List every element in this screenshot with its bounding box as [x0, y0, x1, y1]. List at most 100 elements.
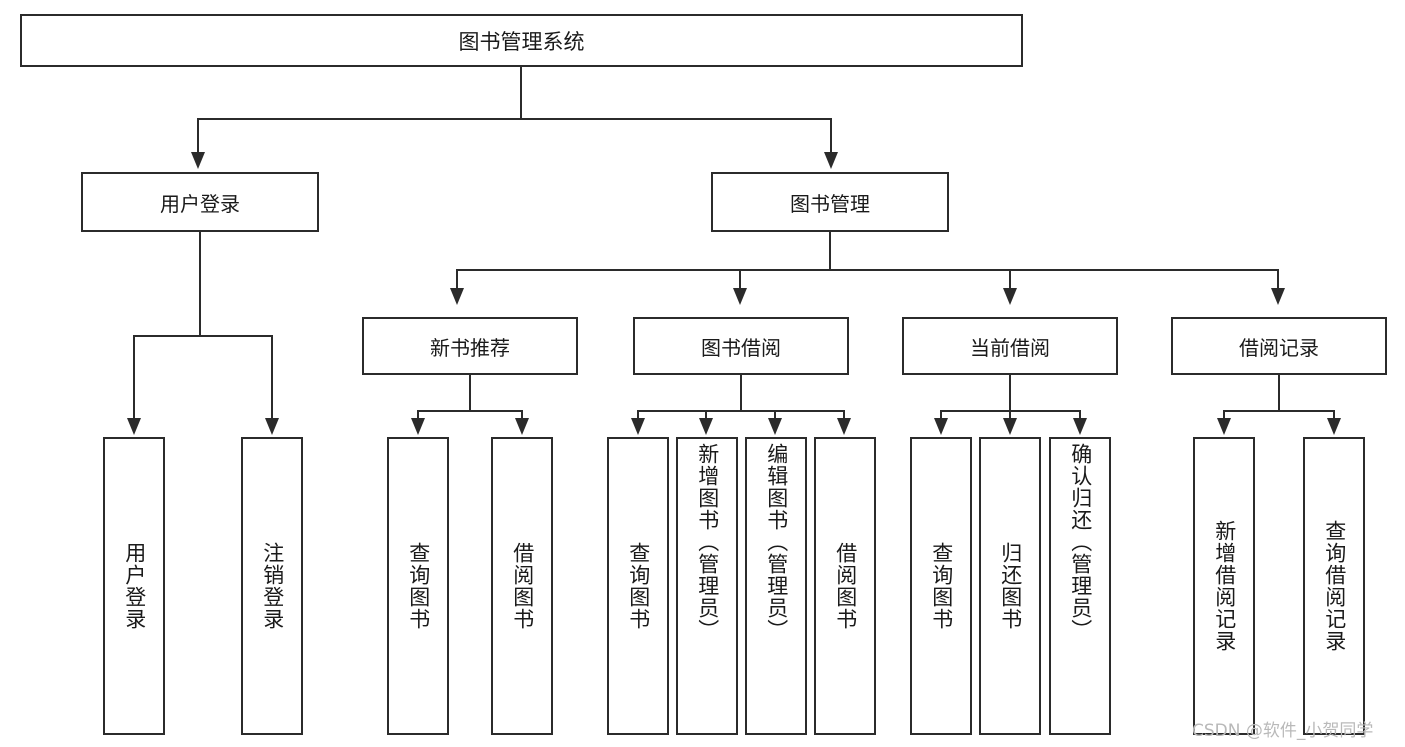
edge-new-book-stem: [469, 375, 471, 410]
arrow-to-book-borrow: [733, 288, 747, 305]
node-label: 图书管理系统: [458, 29, 585, 54]
node-book-borrow[interactable]: 图书借阅: [633, 317, 849, 375]
edge-tier3-drop-4: [1277, 269, 1279, 290]
node-label: 查询图书: [929, 542, 954, 630]
edge-tier2-drop-2: [830, 118, 832, 154]
leaf-text-wrap: 注销登录: [243, 439, 301, 733]
edge-new-book-drop-2: [521, 410, 523, 420]
leaf-add-book-admin[interactable]: 新增图书（管理员）: [676, 437, 738, 735]
node-label: 当前借阅: [970, 335, 1050, 360]
arrow-to-leaf-query-record: [1327, 418, 1341, 435]
leaf-user-login[interactable]: 用户登录: [103, 437, 165, 735]
leaf-text-wrap: 查询借阅记录: [1305, 439, 1363, 733]
edge-book-manage-stem: [829, 232, 831, 269]
edge-new-book-drop-1: [417, 410, 419, 420]
leaf-text-wrap: 新增借阅记录: [1195, 439, 1253, 733]
edge-book-borrow-drop-4: [843, 410, 845, 420]
node-book-manage[interactable]: 图书管理: [711, 172, 949, 232]
arrow-to-leaf-confirm-return: [1073, 418, 1087, 435]
leaf-text-wrap: 新增图书（管理员）: [678, 439, 736, 737]
leaf-edit-book-admin[interactable]: 编辑图书（管理员）: [745, 437, 807, 735]
node-label: 查询图书: [406, 542, 431, 630]
edge-user-login-stem: [199, 232, 201, 335]
arrow-to-leaf-add-record: [1217, 418, 1231, 435]
edge-tier3-bus: [457, 269, 1279, 271]
arrow-to-leaf-query-book-3: [934, 418, 948, 435]
arrow-to-leaf-return-book: [1003, 418, 1017, 435]
edge-tier3-drop-3: [1009, 269, 1011, 290]
arrow-to-new-book: [450, 288, 464, 305]
leaf-query-book-borrow[interactable]: 查询图书: [607, 437, 669, 735]
leaf-text-wrap: 借阅图书: [816, 439, 874, 733]
node-label: 用户登录: [160, 191, 240, 216]
node-label: 注销登录: [260, 542, 285, 630]
arrow-to-leaf-user-login: [127, 418, 141, 435]
edge-current-borrow-stem: [1009, 375, 1011, 410]
node-label: 查询图书: [626, 542, 651, 630]
leaf-borrow-book[interactable]: 借阅图书: [814, 437, 876, 735]
edge-book-borrow-drop-3: [774, 410, 776, 420]
arrow-to-leaf-borrow-book-1: [515, 418, 529, 435]
edge-user-login-bus: [134, 335, 272, 337]
leaf-text-wrap: 确认归还（管理员）: [1051, 439, 1109, 737]
leaf-add-borrow-record[interactable]: 新增借阅记录: [1193, 437, 1255, 735]
leaf-query-borrow-record[interactable]: 查询借阅记录: [1303, 437, 1365, 735]
node-user-login[interactable]: 用户登录: [81, 172, 319, 232]
leaf-logout[interactable]: 注销登录: [241, 437, 303, 735]
edge-current-borrow-drop-1: [940, 410, 942, 420]
edge-book-borrow-bus: [638, 410, 844, 412]
leaf-return-book[interactable]: 归还图书: [979, 437, 1041, 735]
edge-tier2-bus: [198, 118, 832, 120]
node-label: 借阅图书: [510, 542, 535, 630]
edge-borrow-record-bus: [1224, 410, 1334, 412]
edge-current-borrow-drop-3: [1079, 410, 1081, 420]
leaf-query-book-recommend[interactable]: 查询图书: [387, 437, 449, 735]
edge-root-stem: [520, 67, 522, 118]
node-borrow-record[interactable]: 借阅记录: [1171, 317, 1387, 375]
leaf-query-book-current[interactable]: 查询图书: [910, 437, 972, 735]
arrow-to-leaf-edit-book: [768, 418, 782, 435]
arrow-to-leaf-logout: [265, 418, 279, 435]
leaf-borrow-book-recommend[interactable]: 借阅图书: [491, 437, 553, 735]
edge-tier3-drop-2: [739, 269, 741, 290]
edge-borrow-record-drop-2: [1333, 410, 1335, 420]
leaf-text-wrap: 用户登录: [105, 439, 163, 733]
edge-user-login-drop-1: [133, 335, 135, 420]
node-label: 借阅图书: [833, 542, 858, 630]
node-current-borrow[interactable]: 当前借阅: [902, 317, 1118, 375]
leaf-text-wrap: 查询图书: [609, 439, 667, 733]
arrow-to-book-manage: [824, 152, 838, 169]
node-label: 查询借阅记录: [1322, 520, 1347, 652]
arrow-to-leaf-query-book-2: [631, 418, 645, 435]
node-root-system[interactable]: 图书管理系统: [20, 14, 1023, 67]
edge-borrow-record-stem: [1278, 375, 1280, 410]
edge-book-borrow-drop-2: [705, 410, 707, 420]
edge-user-login-drop-2: [271, 335, 273, 420]
arrow-to-leaf-add-book: [699, 418, 713, 435]
arrow-to-user-login: [191, 152, 205, 169]
edge-borrow-record-drop-1: [1223, 410, 1225, 420]
arrow-to-leaf-borrow-book-2: [837, 418, 851, 435]
watermark-text: CSDN @软件_小贺同学: [1192, 721, 1374, 741]
arrow-to-current-borrow: [1003, 288, 1017, 305]
leaf-confirm-return-admin[interactable]: 确认归还（管理员）: [1049, 437, 1111, 735]
node-label: 确认归还（管理员）: [1068, 443, 1093, 641]
edge-book-borrow-drop-1: [637, 410, 639, 420]
node-label: 图书借阅: [701, 335, 781, 360]
leaf-text-wrap: 归还图书: [981, 439, 1039, 733]
node-label: 借阅记录: [1239, 335, 1319, 360]
node-label: 用户登录: [122, 542, 147, 630]
node-label: 新增图书（管理员）: [695, 443, 720, 641]
node-label: 图书管理: [790, 191, 870, 216]
leaf-text-wrap: 编辑图书（管理员）: [747, 439, 805, 737]
leaf-text-wrap: 查询图书: [389, 439, 447, 733]
node-label: 新增借阅记录: [1212, 520, 1237, 652]
edge-current-borrow-drop-2: [1009, 410, 1011, 420]
arrow-to-borrow-record: [1271, 288, 1285, 305]
edge-book-borrow-stem: [740, 375, 742, 410]
edge-tier2-drop-1: [197, 118, 199, 154]
leaf-text-wrap: 借阅图书: [493, 439, 551, 733]
node-label: 新书推荐: [430, 335, 510, 360]
node-new-book-recommend[interactable]: 新书推荐: [362, 317, 578, 375]
